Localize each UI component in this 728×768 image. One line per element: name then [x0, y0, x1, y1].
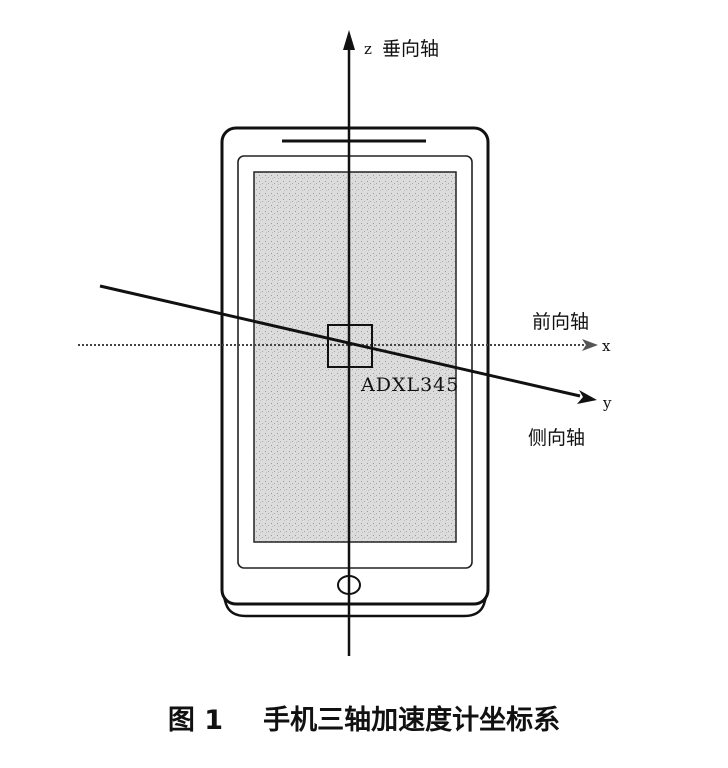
phone-screen [253, 171, 457, 543]
accelerometer-diagram: z 垂向轴 前向轴 x y 侧向轴 ADXL345 [78, 30, 612, 656]
phone-body-bottom-edge [220, 589, 490, 618]
x-axis [78, 339, 598, 351]
x-axis-letter: x [602, 337, 611, 355]
figure-caption: 图 1 手机三轴加速度计坐标系 [0, 698, 728, 737]
phone-inner-bezel [237, 155, 473, 569]
x-axis-arrowhead [582, 339, 598, 351]
x-axis-name: 前向轴 [532, 311, 589, 333]
y-axis [99, 284, 597, 404]
figure-number: 图 1 [167, 705, 224, 736]
z-axis [343, 30, 355, 656]
z-axis-name: 垂向轴 [382, 38, 439, 60]
z-axis-arrowhead [343, 30, 355, 50]
sensor-chip [327, 324, 373, 368]
phone [220, 126, 490, 618]
chip-label: ADXL345 [360, 374, 459, 396]
y-axis-letter: y [602, 394, 612, 412]
y-axis-line [99, 284, 581, 398]
z-axis-letter: z [364, 40, 372, 58]
y-axis-arrowhead [577, 390, 597, 404]
y-axis-name: 侧向轴 [528, 427, 585, 449]
figure-title: 手机三轴加速度计坐标系 [263, 705, 561, 736]
